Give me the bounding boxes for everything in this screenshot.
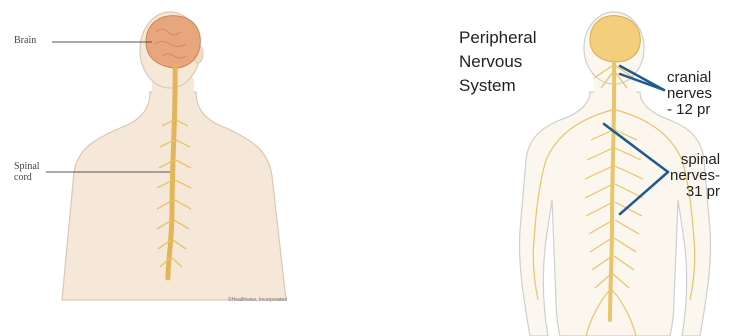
cranial-nerves-label: cranial nerves - 12 pr	[667, 70, 712, 119]
left-brain	[146, 16, 200, 68]
brain-label: Brain	[14, 36, 36, 47]
right-brain	[590, 16, 640, 62]
spinal-nerves-label: spinal nerves- 31 pr	[670, 152, 720, 201]
left-figure	[46, 12, 286, 300]
image-credit: ©Healthwise, Incorporated	[228, 298, 287, 303]
pns-title: Peripheral Nervous System	[459, 26, 537, 98]
spinal-cord-label: Spinal cord	[14, 162, 40, 183]
